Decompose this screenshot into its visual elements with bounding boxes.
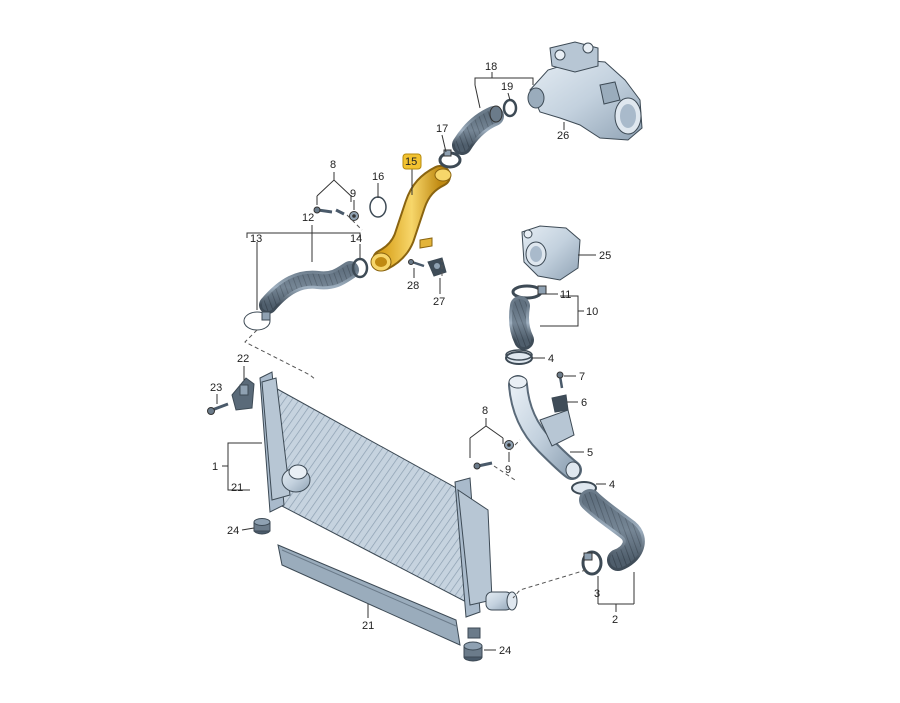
- hose-13: [259, 261, 359, 314]
- callout-17: 17: [436, 123, 448, 135]
- bolt-8-lower: [473, 461, 493, 470]
- callout-19: 19: [501, 81, 513, 93]
- clamp-11: [511, 284, 547, 300]
- callout-3: 3: [594, 588, 600, 600]
- callout-2: 2: [612, 614, 618, 626]
- charge-pipe-5: [508, 375, 582, 480]
- callout-13: 13: [250, 233, 262, 245]
- bracket-22: [231, 377, 255, 411]
- callout-12: 12: [302, 212, 314, 224]
- callout-24b: 24: [499, 645, 511, 657]
- nut-9-upper: [349, 211, 359, 221]
- hose-2: [579, 489, 645, 571]
- nut-9-lower: [504, 440, 514, 450]
- callout-5: 5: [587, 447, 593, 459]
- leader-lines: [216, 72, 635, 651]
- bolt-23: [207, 402, 229, 415]
- callout-26: 26: [557, 130, 569, 142]
- hose-clamp-13: [243, 311, 271, 331]
- callout-24a: 24: [227, 525, 239, 537]
- callout-21a: 21: [231, 482, 243, 494]
- callout-9a: 9: [350, 188, 356, 200]
- callout-25: 25: [599, 250, 611, 262]
- o-ring-14: [351, 257, 369, 279]
- callout-23: 23: [210, 382, 222, 394]
- hose-10: [509, 296, 534, 350]
- clamp-4-upper: [505, 349, 533, 365]
- highlight-badge-15: [402, 153, 422, 170]
- clamp-17: [438, 149, 462, 169]
- callout-9b: 9: [505, 464, 511, 476]
- bolt-7: [556, 371, 564, 389]
- bolt-8-upper: [313, 206, 345, 216]
- callout-7: 7: [579, 371, 585, 383]
- callout-1: 1: [212, 461, 218, 473]
- charge-air-pipe-15: [370, 165, 452, 272]
- throttle-housing-25: [521, 225, 581, 281]
- callout-14: 14: [350, 233, 362, 245]
- callout-16: 16: [372, 171, 384, 183]
- hose-18: [452, 105, 504, 155]
- callout-10: 10: [586, 306, 598, 318]
- callout-8a: 8: [330, 159, 336, 171]
- sensor-6: [551, 394, 569, 413]
- air-guide-strip: [277, 544, 461, 646]
- callout-18: 18: [485, 61, 497, 73]
- intercooler-radiator: [259, 371, 518, 639]
- callout-labels: 1 2 3 4 4 5 6 7 8 8 9 9 10 11 12 13 14 1…: [210, 61, 618, 657]
- rubber-mount-upper: [253, 518, 271, 535]
- callout-4a: 4: [548, 353, 554, 365]
- o-ring-19: [502, 98, 518, 118]
- callout-28: 28: [407, 280, 419, 292]
- callout-11: 11: [560, 289, 571, 301]
- screw-28: [408, 259, 425, 268]
- callout-15: 15: [405, 156, 417, 168]
- ring-16: [369, 196, 387, 218]
- callout-22: 22: [237, 353, 249, 365]
- turbocharger-housing-26: [527, 41, 643, 141]
- assembly-lines: [244, 214, 587, 599]
- callout-4b: 4: [609, 479, 615, 491]
- callout-6: 6: [581, 397, 587, 409]
- callout-27: 27: [433, 296, 445, 308]
- sensor-27: [427, 257, 447, 277]
- callout-21b: 21: [362, 620, 374, 632]
- callout-8b: 8: [482, 405, 488, 417]
- rubber-mount-lower: [463, 641, 483, 662]
- clamp-3: [581, 550, 603, 576]
